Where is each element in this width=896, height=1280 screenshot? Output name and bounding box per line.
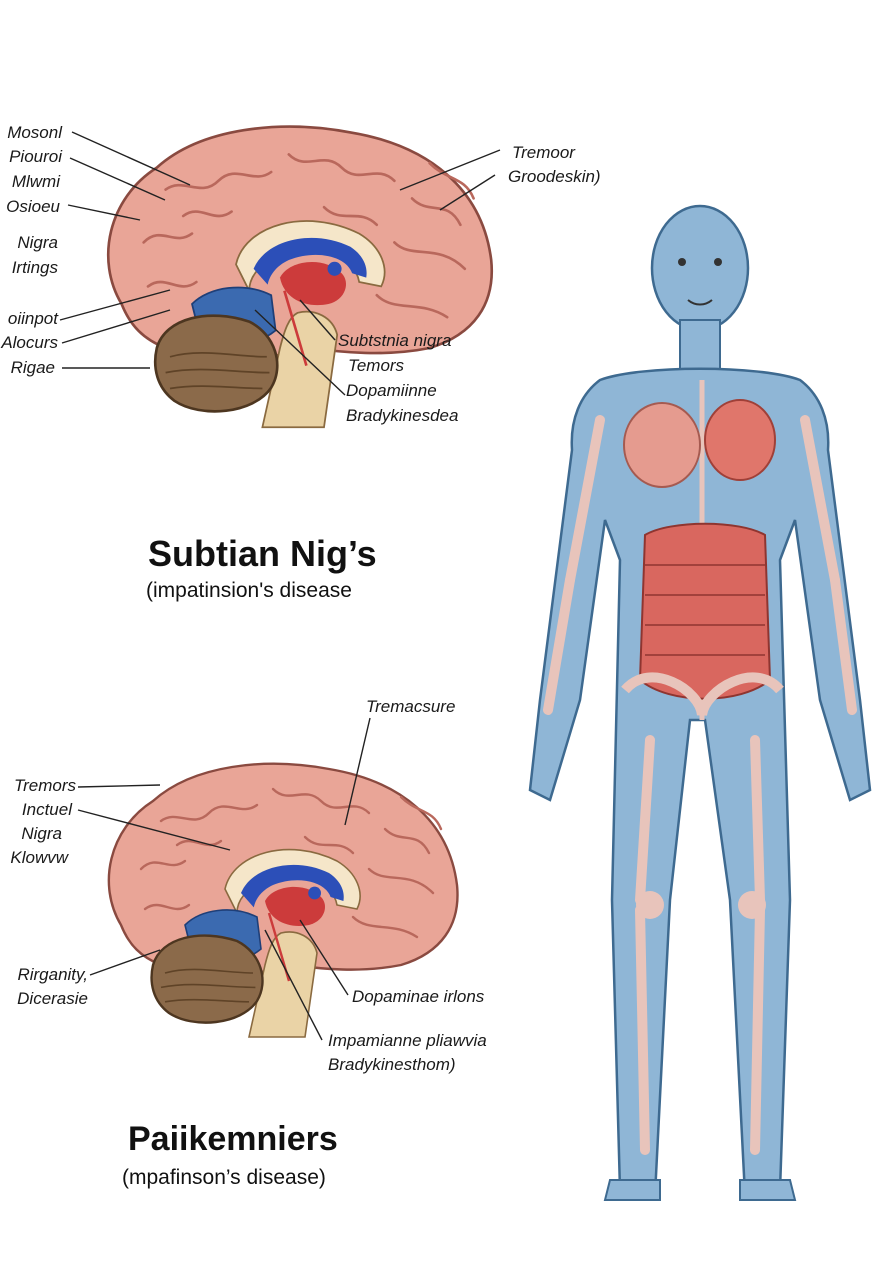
label-text: oiinpot [8, 309, 59, 328]
label-text: Tremacsure [366, 697, 455, 716]
human-body-illustration [528, 204, 872, 1201]
label-text: Inctuel [22, 800, 73, 819]
label-text: Dopamiinne [346, 381, 437, 400]
bottom-diagram-title: Paiikemniers [128, 1120, 338, 1158]
top-diagram-title: Subtian Nig’s [148, 533, 377, 574]
label-text: Groodeskin) [508, 167, 601, 186]
bottom-brain-labels: Tremacsure Tremors Inctuel Nigra Klowvw … [10, 697, 486, 1074]
top-brain-left-labels: Mosonl Piouroi Mlwmi Osioeu Nigra Irting… [0, 123, 63, 377]
label-text: Piouroi [9, 147, 63, 166]
label-text: Tremors [14, 776, 77, 795]
label-text: Osioeu [6, 197, 60, 216]
label-text: Rigae [11, 358, 55, 377]
bottom-diagram-subtitle: (mpafinson’s disease) [122, 1166, 326, 1189]
label-text: Dicerasie [17, 989, 88, 1008]
label-text: Alocurs [0, 333, 58, 352]
label-text: Mlwmi [12, 172, 61, 191]
label-text: Impamianne pliawvia [328, 1031, 487, 1050]
label-text: Mosonl [7, 123, 63, 142]
label-text: Bradykinesthom) [328, 1055, 456, 1074]
label-text: Nigra [17, 233, 58, 252]
top-diagram-subtitle: (impatinsion's disease [146, 579, 352, 602]
label-text: Bradykinesdea [346, 406, 458, 425]
label-text: Subtstnia nigra [338, 331, 451, 350]
label-text: Nigra [21, 824, 62, 843]
label-text: Klowvw [10, 848, 69, 867]
label-text: Dopaminae irlons [352, 987, 485, 1006]
label-text: Irtings [12, 258, 59, 277]
top-brain-right-labels: Tremoor Groodeskin) Subtstnia nigra Temo… [338, 143, 601, 425]
label-text: Tremoor [512, 143, 576, 162]
leader-lines [59, 131, 501, 1041]
label-text: Rirganity, [17, 965, 88, 984]
label-text: Temors [348, 356, 405, 375]
